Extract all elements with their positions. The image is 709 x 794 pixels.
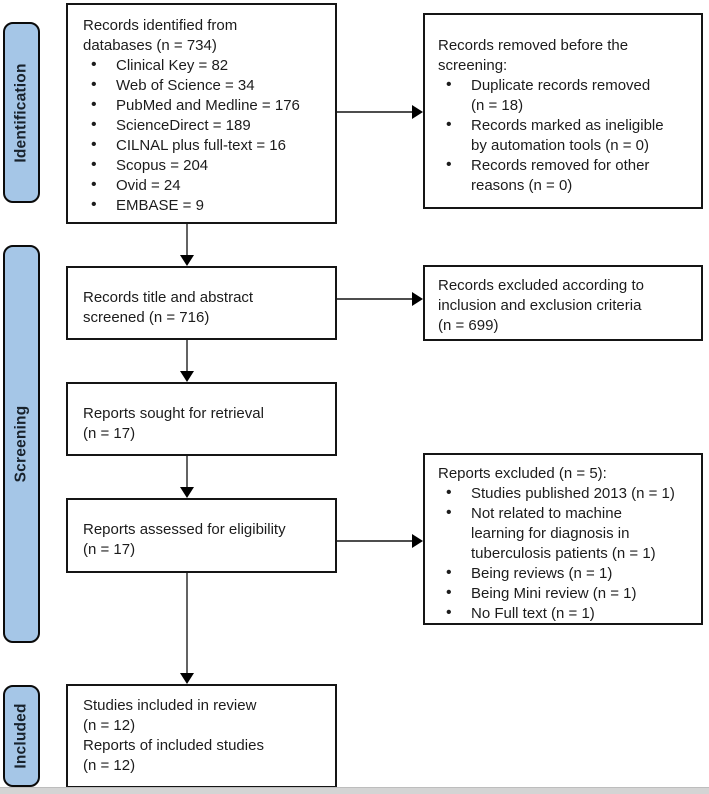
list-item: Records marked as ineligible by automati…: [438, 115, 697, 156]
list-item: Not related to machine learning for diag…: [438, 503, 697, 564]
list-item-text: PubMed and Medline = 176: [116, 97, 300, 114]
list-item-text: EMBASE = 9: [116, 197, 204, 214]
list-item: Web of Science = 34: [83, 75, 329, 96]
stage-label-included-text: Included: [12, 703, 30, 769]
arrow-sought-to-assessed-icon: [180, 456, 194, 498]
list-item-text: Duplicate records removed (n = 18): [471, 77, 651, 114]
list-item: No Full text (n = 1): [438, 603, 697, 624]
arrow-head-right-icon: [412, 292, 423, 306]
stage-label-identification-text: Identification: [12, 62, 30, 163]
excluded-reasons-list: Studies published 2013 (n = 1) Not relat…: [438, 483, 697, 624]
box-reports-excluded-header: Reports excluded (n = 5):: [438, 465, 607, 482]
list-item: PubMed and Medline = 176: [83, 95, 329, 116]
arrow-shaft: [337, 298, 412, 300]
bottom-border-strip: [0, 787, 709, 794]
list-item: EMBASE = 9: [83, 195, 329, 216]
box-studies-included: Studies included in review (n = 12) Repo…: [66, 684, 337, 788]
list-item-text: Being Mini review (n = 1): [471, 585, 637, 602]
list-item: Ovid = 24: [83, 175, 329, 196]
list-item-text: Records marked as ineligible by automati…: [471, 117, 664, 154]
box-records-identified: Records identified from databases (n = 7…: [66, 3, 337, 224]
list-item-text: Scopus = 204: [116, 157, 209, 174]
stage-label-identification: Identification: [3, 22, 40, 203]
arrow-head-right-icon: [412, 105, 423, 119]
list-item-text: No Full text (n = 1): [471, 605, 595, 622]
box-records-excluded: Records excluded according to inclusion …: [423, 265, 703, 341]
list-item-text: Studies published 2013 (n = 1): [471, 485, 675, 502]
list-item-text: Being reviews (n = 1): [471, 565, 613, 582]
box-records-removed-header: Records removed before the screening:: [438, 37, 629, 74]
arrow-screened-to-excluded-icon: [337, 292, 423, 306]
stage-label-screening: Screening: [3, 245, 40, 643]
list-item: Scopus = 204: [83, 155, 329, 176]
list-item-text: ScienceDirect = 189: [116, 117, 251, 134]
list-item: Duplicate records removed (n = 18): [438, 75, 697, 116]
box-reports-excluded: Reports excluded (n = 5): Studies publis…: [423, 453, 703, 625]
box-reports-assessed-text: Reports assessed for eligibility (n = 17…: [83, 521, 286, 558]
removed-reasons-list: Duplicate records removed (n = 18) Recor…: [438, 75, 697, 196]
box-reports-assessed: Reports assessed for eligibility (n = 17…: [66, 498, 337, 573]
arrow-identified-to-screened-icon: [180, 224, 194, 266]
list-item: Clinical Key = 82: [83, 55, 329, 76]
arrow-shaft: [186, 456, 188, 487]
box-studies-included-text: Studies included in review (n = 12) Repo…: [83, 697, 264, 774]
box-records-excluded-text: Records excluded according to inclusion …: [438, 277, 644, 334]
list-item-text: Web of Science = 34: [116, 77, 255, 94]
arrow-identified-to-removed-icon: [337, 105, 423, 119]
list-item: ScienceDirect = 189: [83, 115, 329, 136]
arrow-head-right-icon: [412, 534, 423, 548]
box-records-screened: Records title and abstract screened (n =…: [66, 266, 337, 340]
arrow-head-down-icon: [180, 487, 194, 498]
list-item-text: Not related to machine learning for diag…: [471, 505, 656, 562]
arrow-head-down-icon: [180, 371, 194, 382]
box-records-screened-text: Records title and abstract screened (n =…: [83, 289, 254, 326]
list-item: Studies published 2013 (n = 1): [438, 483, 697, 504]
list-item: Records removed for other reasons (n = 0…: [438, 155, 697, 196]
arrow-shaft: [337, 111, 412, 113]
box-reports-sought: Reports sought for retrieval (n = 17): [66, 382, 337, 456]
arrow-shaft: [186, 224, 188, 255]
box-reports-sought-text: Reports sought for retrieval (n = 17): [83, 405, 264, 442]
arrow-shaft: [186, 340, 188, 371]
arrow-shaft: [186, 573, 188, 673]
box-records-identified-header: Records identified from databases (n = 7…: [83, 17, 238, 54]
stage-label-included: Included: [3, 685, 40, 787]
list-item-text: Records removed for other reasons (n = 0…: [471, 157, 650, 194]
stage-label-screening-text: Screening: [12, 405, 30, 483]
list-item: Being reviews (n = 1): [438, 563, 697, 584]
list-item-text: Ovid = 24: [116, 177, 181, 194]
arrow-assessed-to-reports-excluded-icon: [337, 534, 423, 548]
list-item-text: CILNAL plus full-text = 16: [116, 137, 286, 154]
arrow-screened-to-sought-icon: [180, 340, 194, 382]
arrow-head-down-icon: [180, 255, 194, 266]
arrow-assessed-to-included-icon: [180, 573, 194, 684]
arrow-head-down-icon: [180, 673, 194, 684]
database-counts-list: Clinical Key = 82 Web of Science = 34 Pu…: [83, 55, 329, 216]
box-records-removed-before-screening: Records removed before the screening: Du…: [423, 13, 703, 209]
list-item-text: Clinical Key = 82: [116, 57, 229, 74]
arrow-shaft: [337, 540, 412, 542]
list-item: CILNAL plus full-text = 16: [83, 135, 329, 156]
list-item: Being Mini review (n = 1): [438, 583, 697, 604]
